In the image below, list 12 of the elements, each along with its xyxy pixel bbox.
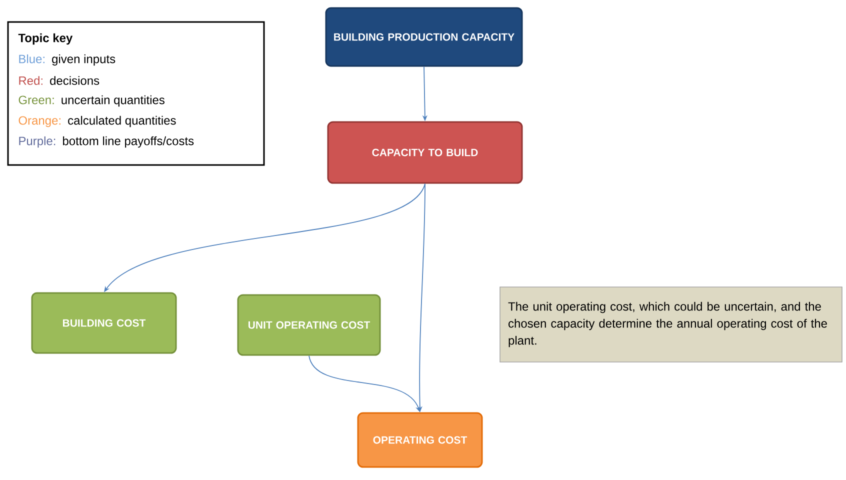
decision-box: CAPACITY TO BUILD (327, 121, 523, 184)
process-box: UNIT OPERATING COST (237, 294, 381, 356)
legend-entry: Purple: bottom line payoffs/costs (19, 136, 194, 148)
process-box: BUILDING PRODUCTION CAPACITY (325, 7, 523, 67)
legend-entry: Green: uncertain quantities (18, 95, 164, 107)
legend-title: Topic key (18, 33, 73, 45)
note-box: The unit operating cost, which could be uncertain, and the chosen capacity determine the annual operating cost of the plant. (500, 286, 842, 362)
process-box: BUILDING COST (31, 292, 177, 354)
legend-entry: Red: decisions (19, 76, 100, 85)
legend-entry: Orange: calculated quantities (18, 116, 176, 128)
process-box: OPERATING COST (357, 412, 483, 468)
legend-entry: Blue: given inputs (19, 54, 116, 66)
